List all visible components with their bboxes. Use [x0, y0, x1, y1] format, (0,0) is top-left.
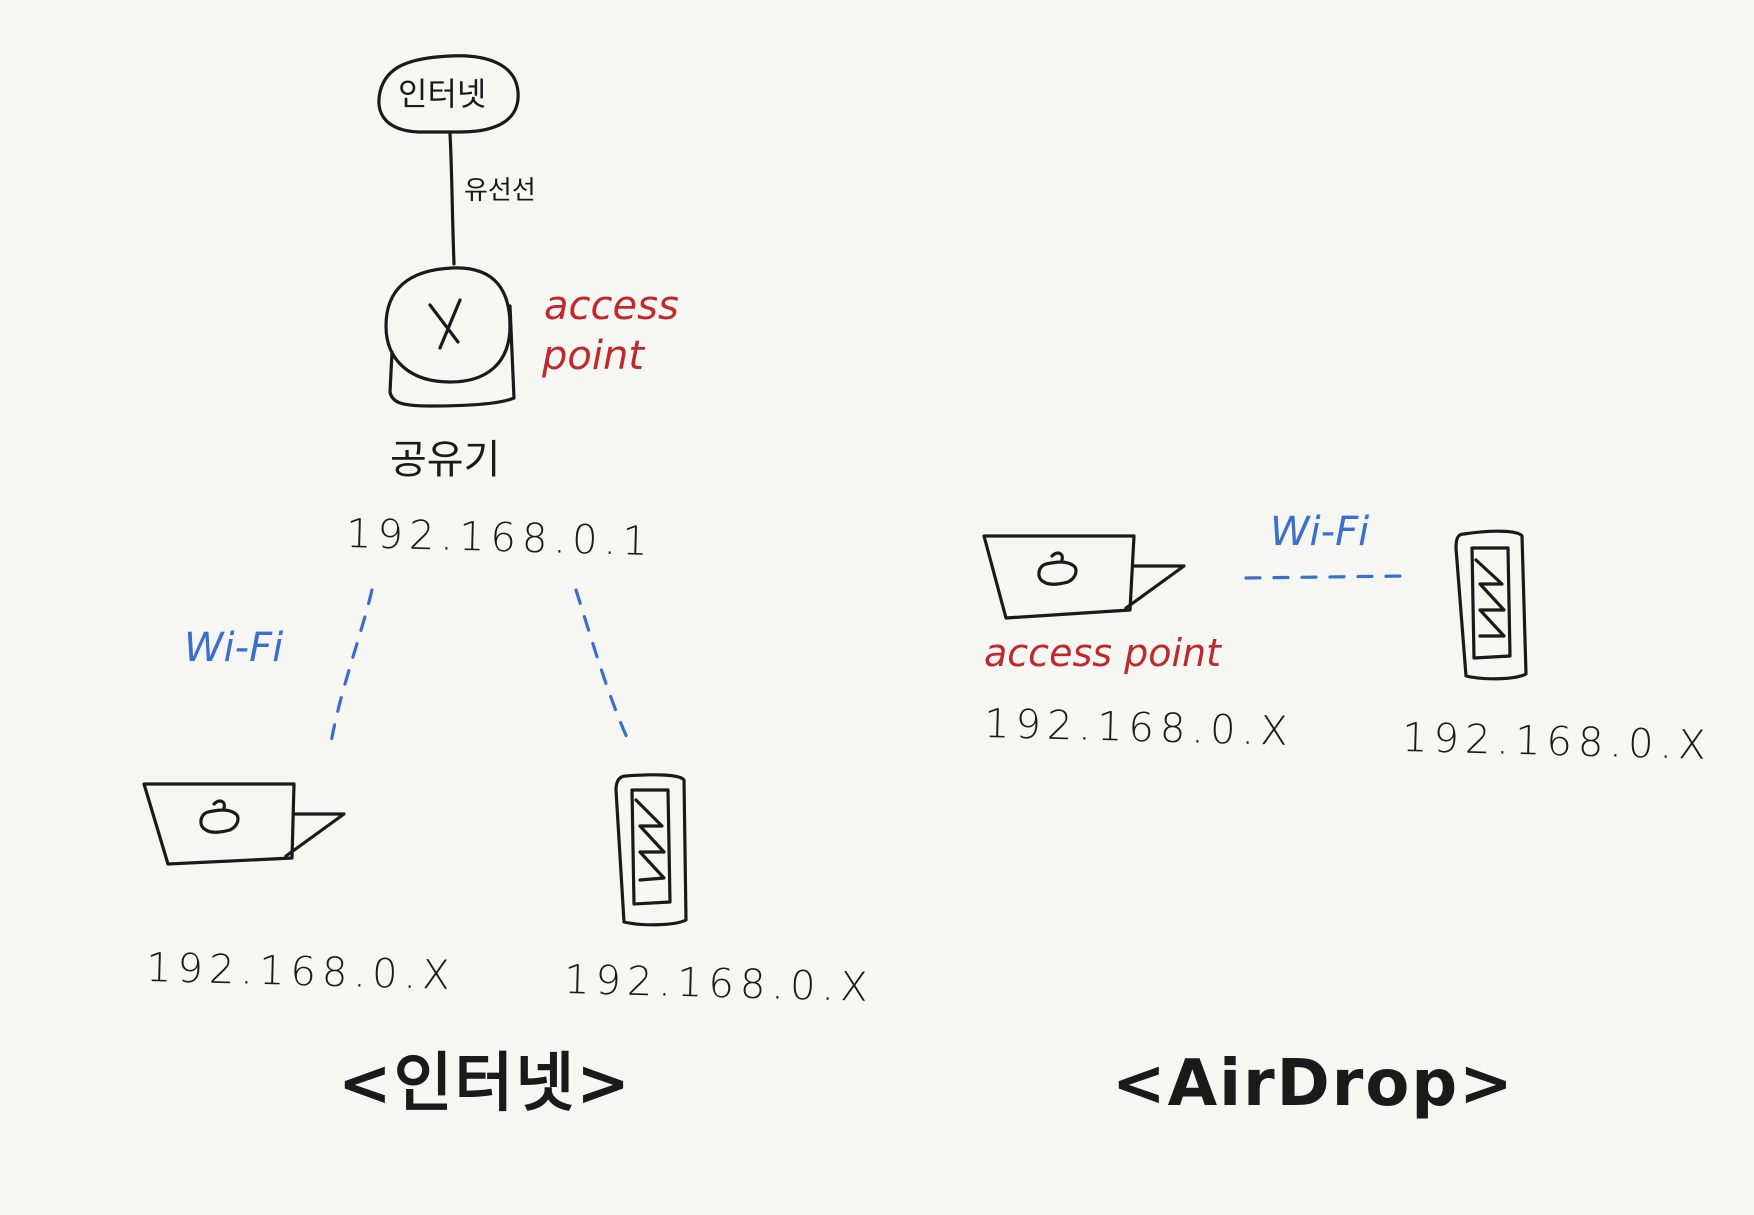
router-label: 공유기 — [390, 437, 501, 483]
internet-node-shape — [377, 54, 520, 134]
laptop-icon — [142, 782, 346, 866]
wifi-link-laptop — [328, 588, 374, 750]
access-point-label-line2: point — [542, 333, 645, 379]
airdrop-phone-icon — [1454, 529, 1528, 681]
access-point-label-line1: access — [544, 283, 679, 329]
airdrop-access-point-label: access point — [984, 631, 1222, 675]
airdrop-laptop-ip: 192.168.0.X — [983, 700, 1295, 756]
airdrop-phone-ip: 192.168.0.X — [1401, 714, 1713, 770]
router-icon — [384, 266, 516, 408]
wired-label: 유선선 — [464, 176, 536, 206]
wired-connection-line — [448, 132, 456, 266]
internet-diagram-title: <인터넷> — [338, 1047, 632, 1121]
phone-ip: 192.168.0.X — [563, 956, 875, 1012]
phone-icon — [614, 773, 688, 927]
router-ip: 192.168.0.1 — [345, 510, 655, 566]
airdrop-diagram-title: <AirDrop> — [1112, 1047, 1515, 1121]
wifi-label: Wi-Fi — [184, 625, 284, 671]
airdrop-wifi-link — [1244, 574, 1406, 580]
airdrop-laptop-icon — [982, 534, 1186, 620]
internet-node-label: 인터넷 — [398, 75, 487, 113]
airdrop-wifi-label: Wi-Fi — [1270, 509, 1370, 555]
laptop-ip: 192.168.0.X — [145, 944, 457, 1000]
wifi-link-phone — [574, 588, 630, 742]
